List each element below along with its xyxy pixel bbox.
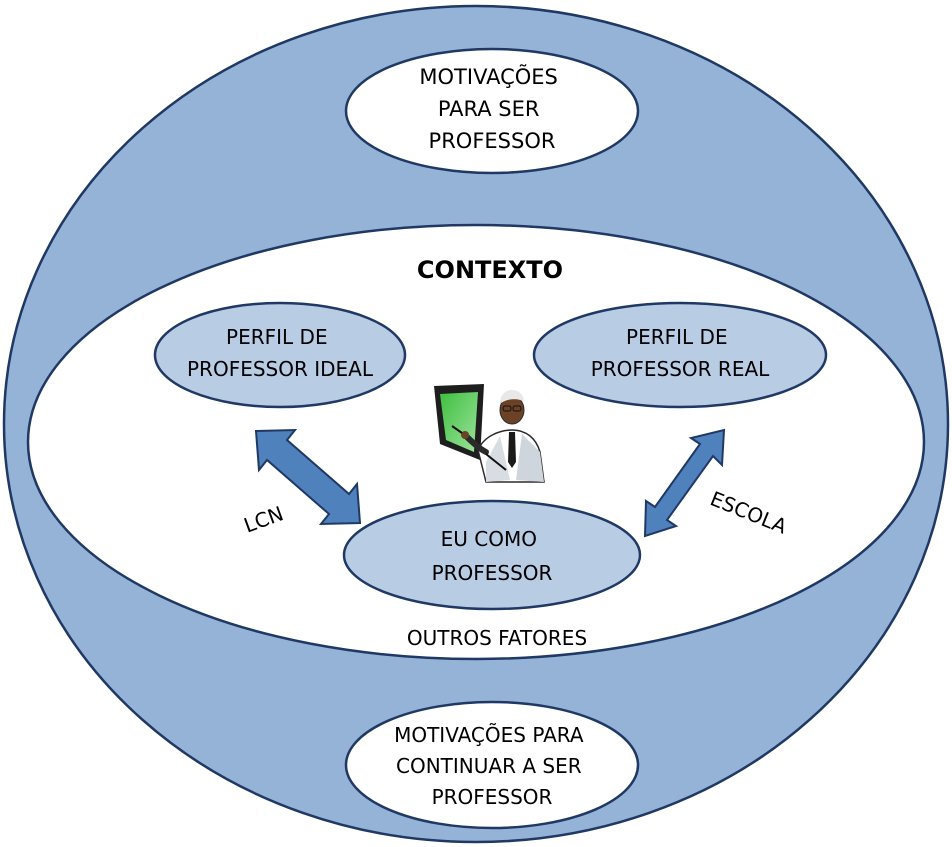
self-as-teacher-ellipse [342, 499, 642, 611]
self-as-teacher-line-2: PROFESSOR [432, 561, 553, 585]
motivations-to-be-teacher-text: MOTIVAÇÕES PARA SER PROFESSOR [419, 63, 564, 153]
motivations-to-continue-ellipse [344, 700, 640, 830]
motivations-to-continue-line-1: MOTIVAÇÕES PARA [394, 723, 584, 747]
real-profile-line-2: PROFESSOR REAL [591, 357, 770, 381]
motivations-to-continue-line-3: PROFESSOR [432, 785, 553, 809]
real-profile-node: PERFIL DE PROFESSOR REAL [532, 301, 828, 409]
ideal-profile-ellipse [153, 301, 407, 409]
motivations-to-be-teacher-line-3: PROFESSOR [429, 129, 556, 153]
motivations-to-be-teacher-line-1: MOTIVAÇÕES [419, 63, 557, 89]
self-as-teacher-line-1: EU COMO [441, 527, 537, 551]
motivations-to-be-teacher-bubble: MOTIVAÇÕES PARA SER PROFESSOR [344, 47, 640, 175]
self-as-teacher-node: EU COMO PROFESSOR [342, 499, 642, 611]
real-profile-line-1: PERFIL DE [626, 325, 728, 349]
motivations-to-be-teacher-ellipse [344, 47, 640, 175]
self-as-teacher-text: EU COMO PROFESSOR [432, 527, 553, 585]
teacher-at-board-icon [434, 384, 545, 483]
ideal-profile-node: PERFIL DE PROFESSOR IDEAL [153, 301, 407, 409]
ideal-profile-line-1: PERFIL DE [226, 325, 328, 349]
other-factors-label: OUTROS FATORES [407, 626, 587, 650]
right-double-arrow [643, 428, 726, 538]
ideal-profile-line-2: PROFESSOR IDEAL [187, 357, 374, 381]
context-title: CONTEXTO [417, 256, 563, 284]
motivations-to-be-teacher-line-2: PARA SER [438, 97, 540, 121]
motivations-to-continue-bubble: MOTIVAÇÕES PARA CONTINUAR A SER PROFESSO… [344, 700, 640, 830]
real-profile-ellipse [532, 301, 828, 409]
left-double-arrow [254, 428, 362, 526]
motivations-to-continue-text: MOTIVAÇÕES PARA CONTINUAR A SER PROFESSO… [394, 723, 590, 809]
ideal-profile-text: PERFIL DE PROFESSOR IDEAL [187, 325, 374, 381]
motivations-to-continue-line-2: CONTINUAR A SER [396, 754, 582, 778]
real-profile-text: PERFIL DE PROFESSOR REAL [591, 325, 770, 381]
